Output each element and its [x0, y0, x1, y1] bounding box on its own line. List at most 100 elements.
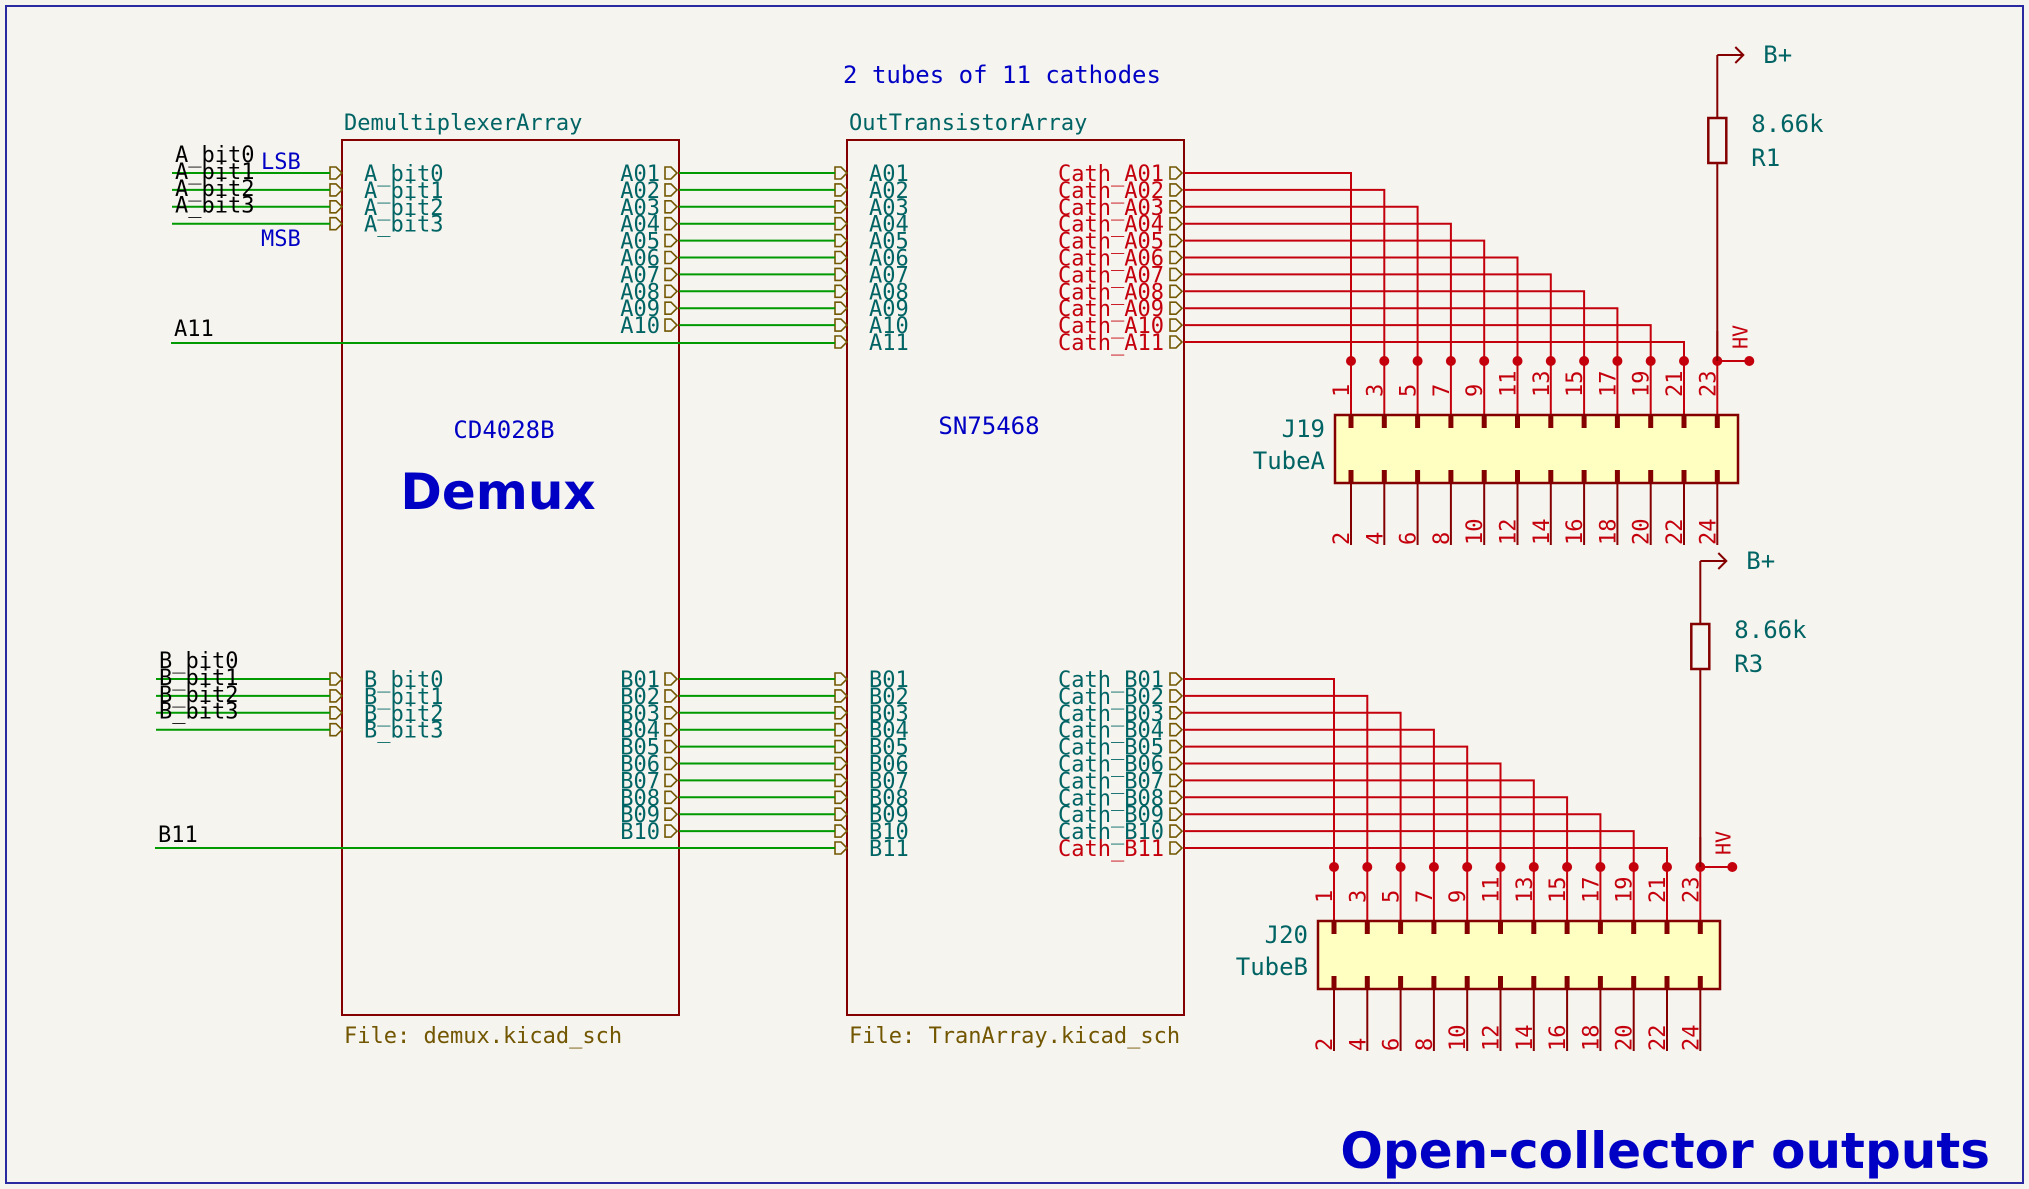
- left-net-label: B_bit3: [159, 700, 238, 725]
- junction-dot: [1679, 356, 1689, 366]
- junction-dot: [1428, 862, 1439, 872]
- sheet-pin-icon: [1169, 200, 1184, 214]
- demux-output-pin-label: B10: [620, 820, 660, 845]
- demux-input-pin-label: B_bit1: [364, 685, 443, 710]
- msb-note: MSB: [261, 227, 301, 252]
- demux-input-pin-label: A_bit3: [364, 213, 443, 238]
- demux-output-pin-label: A07: [620, 263, 660, 288]
- sheet-pin-icon: [664, 318, 679, 332]
- tran-output-pin-label: Cath_B02: [1058, 685, 1164, 710]
- tran-input-pin-label: B07: [869, 769, 909, 794]
- sheet-pin-icon: [1169, 284, 1184, 299]
- sheet-pin-icon: [834, 301, 849, 316]
- sheet-pin-icon: [834, 841, 849, 855]
- tran-output-pin-label: Cath_A08: [1058, 280, 1164, 305]
- junction-dot: [1512, 356, 1523, 366]
- demux-part-label: CD4028B: [453, 416, 554, 444]
- pin-number-even: 14: [1513, 1025, 1538, 1052]
- cathode-wire: [1184, 694, 1369, 921]
- sheet-pin-icon: [1169, 705, 1184, 720]
- demux-output-pin-label: B04: [620, 719, 660, 744]
- sheet-pin-icon: [1169, 807, 1184, 822]
- sheet-pin-icon: [834, 284, 849, 299]
- left-net-label: B_bit0: [159, 649, 238, 674]
- sheet-pin-icon: [664, 166, 679, 180]
- connector-tube-a[interactable]: HVB+8.66kR112345678910111213141516171819…: [1184, 41, 1824, 545]
- sheet-pin-icon: [834, 200, 849, 214]
- pin-number-even: 22: [1646, 1025, 1671, 1052]
- tran-input-pin-label: B04: [869, 719, 909, 744]
- junction-dot: [1744, 356, 1755, 366]
- demux-input-pin-label: B_bit2: [364, 702, 443, 727]
- demux-sheet[interactable]: DemultiplexerArray File: demux.kicad_sch…: [329, 111, 680, 1049]
- tran-sheet-body[interactable]: [846, 139, 1185, 1016]
- junction-dot: [1379, 356, 1390, 366]
- pin-number-even: 16: [1546, 1025, 1571, 1052]
- pin-number-odd: 3: [1363, 384, 1388, 397]
- tran-output-pin-label: Cath_A11: [1058, 331, 1164, 356]
- connector-body: [1316, 919, 1722, 991]
- tran-input-pin-label: B02: [869, 685, 909, 710]
- sheet-pin-icon: [664, 200, 679, 214]
- pin-number-odd: 23: [1679, 877, 1704, 904]
- connector-tube-b[interactable]: HVB+8.66kR312345678910111213141516171819…: [1184, 547, 1807, 1051]
- demux-sheet-file: File: demux.kicad_sch: [344, 1024, 622, 1049]
- junction-dot: [1479, 356, 1490, 366]
- sheet-pin-icon: [664, 284, 679, 299]
- cathode-wire: [1184, 307, 1619, 415]
- junction-dot: [1329, 862, 1339, 872]
- pin-number-odd: 7: [1413, 890, 1438, 903]
- demux-output-pin-label: A05: [620, 230, 660, 255]
- cathode-wire: [1184, 796, 1569, 921]
- sheet-pin-icon: [834, 807, 849, 822]
- demux-input-pin-label: A_bit1: [364, 179, 443, 204]
- cathode-wire: [1184, 847, 1668, 921]
- junction-dot: [1645, 356, 1656, 366]
- pin-number-even: 4: [1363, 532, 1388, 545]
- page-title: Open-collector outputs: [1340, 1122, 1990, 1180]
- pin-number-odd: 7: [1430, 384, 1455, 397]
- pin-number-even: 10: [1446, 1025, 1471, 1052]
- cathode-wire: [1184, 172, 1352, 415]
- tran-input-pin-label: B01: [869, 668, 909, 693]
- sheet-pin-icon: [834, 250, 849, 265]
- supply-label: B+: [1746, 547, 1775, 575]
- pin-number-odd: 5: [1397, 384, 1422, 397]
- demux-big-label: Demux: [400, 463, 595, 521]
- demux-output-pin-label: A06: [620, 247, 660, 272]
- tran-output-pin-label: Cath_B07: [1058, 769, 1164, 794]
- pin-number-odd: 19: [1630, 371, 1655, 398]
- tran-sheet[interactable]: OutTransistorArray File: TranArray.kicad…: [834, 111, 1185, 1049]
- pin-number-odd: 17: [1596, 371, 1621, 398]
- pin-number-even: 16: [1563, 519, 1588, 546]
- cathode-wire: [1184, 290, 1586, 415]
- sheet-pin-icon: [834, 166, 849, 180]
- tran-input-pin-label: A07: [869, 263, 909, 288]
- sheet-pin-icon: [1169, 672, 1184, 686]
- left-net-label: A_bit3: [175, 194, 254, 219]
- sheet-pin-icon: [664, 824, 679, 838]
- connector-body: [1333, 413, 1740, 485]
- pin-number-even: 18: [1579, 1025, 1604, 1052]
- cathode-wire: [1184, 813, 1602, 921]
- sheet-pin-icon: [329, 722, 344, 737]
- pin-number-odd: 15: [1546, 877, 1571, 904]
- sheet-pin-icon: [834, 335, 849, 349]
- wires: [155, 172, 835, 849]
- pin-number-odd: 1: [1330, 384, 1355, 397]
- demux-output-pin-label: A02: [620, 179, 660, 204]
- tran-input-pin-label: B10: [869, 820, 909, 845]
- sheet-pin-icon: [834, 739, 849, 754]
- demux-input-pin-label: A_bit2: [364, 196, 443, 221]
- sheet-pin-icon: [664, 790, 679, 805]
- pin-number-even: 2: [1313, 1038, 1338, 1051]
- demux-input-pin-label: A_bit0: [364, 162, 443, 187]
- sheet-pin-icon: [834, 756, 849, 771]
- tran-input-pin-label: A05: [869, 230, 909, 255]
- pin-number-odd: 11: [1497, 371, 1522, 398]
- sheet-pin-icon: [1169, 267, 1184, 282]
- sheet-pin-icon: [664, 739, 679, 754]
- demux-sheet-body[interactable]: [341, 139, 680, 1016]
- demux-output-pin-label: A08: [620, 280, 660, 305]
- resistor-ref: R3: [1734, 650, 1763, 678]
